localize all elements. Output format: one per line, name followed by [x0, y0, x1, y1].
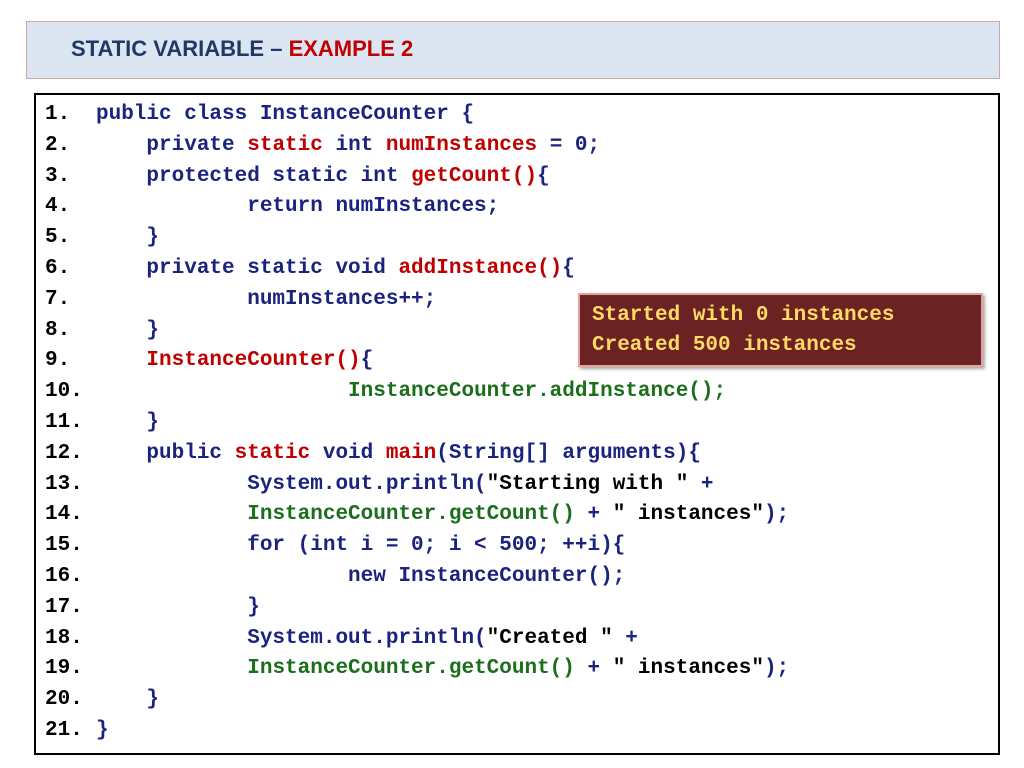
- code-token: }: [96, 318, 160, 342]
- code-token: protected static int: [96, 164, 412, 188]
- code-text: }: [96, 408, 159, 438]
- line-number: 8.: [45, 318, 71, 342]
- code-text: System.out.println("Created " +: [96, 624, 638, 654]
- title-bar: STATIC VARIABLE – EXAMPLE 2: [26, 21, 1000, 79]
- code-text: new InstanceCounter();: [96, 562, 625, 592]
- code-text: return numInstances;: [96, 192, 499, 222]
- code-token: }: [96, 595, 260, 619]
- line-number: 21.: [45, 719, 83, 742]
- code-token: InstanceCounter(): [146, 349, 361, 373]
- code-token: [96, 349, 146, 372]
- code-token: System.out.println(: [96, 626, 487, 650]
- code-token: main: [385, 441, 437, 465]
- code-token: private static void: [96, 257, 399, 280]
- line-number: 13.: [45, 472, 83, 496]
- code-text: numInstances++;: [96, 285, 436, 315]
- code-token: +: [574, 657, 613, 681]
- line-number: 11.: [45, 411, 83, 434]
- code-text: }: [96, 223, 159, 253]
- code-token: "Created ": [486, 626, 613, 650]
- line-number: 4.: [45, 195, 71, 219]
- line-number: 10.: [45, 380, 83, 404]
- code-token: }: [96, 688, 160, 712]
- line-number: 5.: [45, 226, 71, 250]
- code-token: public class InstanceCounter {: [96, 103, 475, 126]
- code-token: [96, 380, 348, 403]
- code-text: protected static int getCount(){: [96, 162, 550, 192]
- code-token: InstanceCounter.getCount(): [247, 503, 575, 527]
- code-text: InstanceCounter(){: [96, 346, 373, 376]
- code-token: private: [96, 133, 248, 157]
- line-number: 7.: [45, 287, 71, 311]
- code-token: getCount(): [411, 164, 538, 188]
- line-number: 19.: [45, 657, 83, 681]
- code-token: [96, 503, 247, 526]
- output-line-1: Started with 0 instances: [592, 304, 895, 327]
- code-text: }: [96, 685, 159, 715]
- line-number: 12.: [45, 441, 83, 465]
- code-token: numInstances: [385, 133, 538, 157]
- code-text: private static void addInstance(){: [96, 254, 575, 284]
- code-token: (String[] arguments){: [436, 441, 701, 465]
- code-listing: 1. public class InstanceCounter { 2. priva…: [34, 93, 1000, 755]
- output-line-2: Created 500 instances: [592, 334, 857, 357]
- line-number: 9.: [45, 349, 71, 373]
- code-token: [96, 657, 247, 680]
- code-token: }: [96, 719, 109, 742]
- code-token: {: [360, 349, 374, 373]
- code-token: new InstanceCounter();: [96, 565, 626, 588]
- line-number: 20.: [45, 688, 83, 712]
- code-text: InstanceCounter.getCount() + " instances…: [96, 654, 789, 684]
- code-token: InstanceCounter.getCount(): [247, 657, 575, 681]
- code-token: +: [574, 503, 613, 527]
- code-token: +: [688, 472, 714, 496]
- code-token: +: [612, 626, 638, 650]
- code-text: for (int i = 0; i < 500; ++i){: [96, 531, 625, 561]
- code-token: = 0;: [537, 133, 601, 157]
- code-token: System.out.println(: [96, 472, 487, 496]
- code-text: }: [96, 316, 159, 346]
- line-number: 2.: [45, 133, 71, 157]
- code-token: void: [310, 441, 386, 465]
- line-number: 15.: [45, 534, 83, 558]
- code-text: InstanceCounter.addInstance();: [96, 377, 726, 407]
- code-text: InstanceCounter.getCount() + " instances…: [96, 500, 789, 530]
- line-number: 6.: [45, 257, 71, 280]
- code-token: static: [247, 133, 323, 157]
- code-token: public: [96, 441, 235, 465]
- title-main: STATIC VARIABLE –: [71, 36, 289, 61]
- code-token: );: [763, 503, 790, 527]
- code-text: }: [96, 593, 260, 623]
- code-text: }: [96, 716, 109, 746]
- code-token: {: [537, 164, 550, 188]
- code-text: System.out.println("Starting with " +: [96, 470, 714, 500]
- code-token: InstanceCounter.addInstance();: [348, 380, 727, 404]
- output-console: Started with 0 instances Created 500 ins…: [578, 293, 983, 367]
- code-token: numInstances++;: [96, 287, 437, 311]
- code-token: );: [763, 657, 790, 681]
- line-number: 16.: [45, 565, 83, 588]
- slide-title: STATIC VARIABLE – EXAMPLE 2: [71, 36, 413, 62]
- code-token: "Starting with ": [486, 472, 689, 496]
- code-token: return numInstances;: [96, 195, 500, 219]
- code-token: for (int i = 0; i < 500; ++i){: [96, 534, 626, 558]
- code-token: {: [562, 257, 575, 280]
- code-token: }: [96, 411, 160, 434]
- line-number: 3.: [45, 164, 71, 188]
- code-token: }: [96, 226, 160, 250]
- code-text: private static int numInstances = 0;: [96, 131, 600, 161]
- line-number: 14.: [45, 503, 83, 527]
- line-number: 1.: [45, 103, 71, 126]
- code-token: addInstance(): [398, 257, 563, 280]
- line-number: 17.: [45, 595, 83, 619]
- code-token: int: [322, 133, 386, 157]
- code-token: static: [234, 441, 311, 465]
- code-token: " instances": [612, 503, 764, 527]
- code-text: public class InstanceCounter {: [96, 100, 474, 130]
- code-token: " instances": [612, 657, 764, 681]
- line-number: 18.: [45, 626, 83, 650]
- code-text: public static void main(String[] argumen…: [96, 439, 701, 469]
- title-accent: EXAMPLE 2: [288, 36, 414, 61]
